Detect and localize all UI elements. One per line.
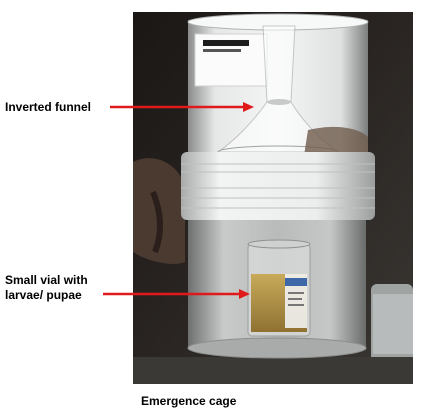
figure-caption: Emergence cage [141, 394, 237, 408]
emergence-cage-photo [133, 12, 413, 384]
label-inverted-funnel: Inverted funnel [5, 100, 92, 114]
label-small-vial: Small vial with larvae/ pupae [5, 273, 88, 302]
